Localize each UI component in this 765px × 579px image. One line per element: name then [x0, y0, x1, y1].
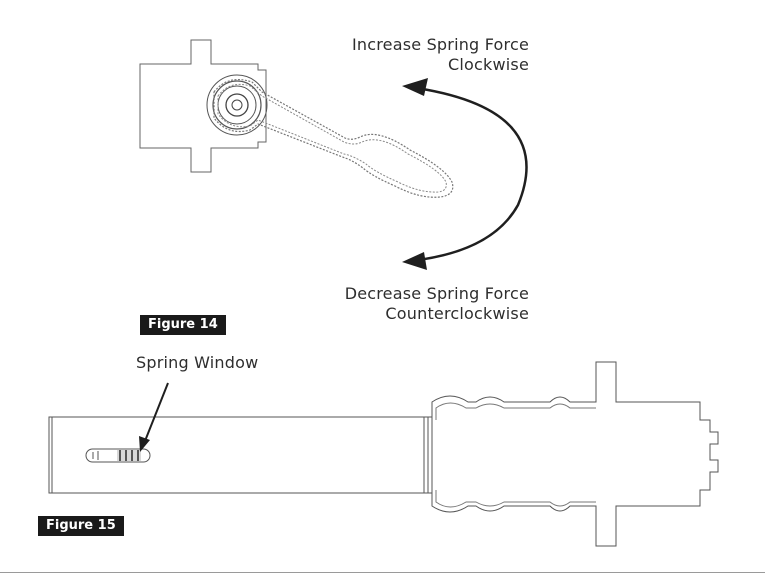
spring-window-slot: [85, 448, 151, 463]
spring-window-callout-arrow: [139, 382, 169, 452]
increase-line-1: Increase Spring Force: [351, 35, 529, 54]
wrench-inner-outline: [217, 83, 447, 193]
spring-window-label: Spring Window: [136, 353, 259, 372]
adjuster-mid-ring: [212, 80, 262, 130]
figure-14-drawing: [139, 39, 454, 198]
housing-outline: [139, 39, 267, 173]
callout-arrowhead-icon: [139, 436, 150, 452]
spring-coils: [117, 450, 141, 461]
adjuster-center-bore: [231, 99, 243, 111]
cylinder-tube: [48, 416, 429, 494]
arrowhead-top-icon: [402, 78, 428, 96]
decrease-line-2: Counterclockwise: [385, 304, 529, 323]
increase-spring-force-label: Increase Spring Force Clockwise: [300, 35, 529, 75]
page-divider: [0, 572, 765, 573]
rotation-arrow: [402, 78, 528, 270]
increase-line-2: Clockwise: [448, 55, 529, 74]
decrease-spring-force-label: Decrease Spring Force Counterclockwise: [290, 284, 529, 324]
adjuster-inner-ring: [217, 85, 257, 125]
housing-inner-profile: [435, 402, 596, 508]
adjuster-hub: [225, 93, 249, 117]
figure-15-badge: Figure 15: [38, 516, 124, 536]
arrowhead-bottom-icon: [402, 252, 427, 270]
figure-14-badge: Figure 14: [140, 315, 226, 335]
figure-15-drawing: [48, 361, 719, 547]
housing-side-profile: [431, 361, 719, 547]
adjuster-outer-ring: [206, 74, 268, 136]
decrease-line-1: Decrease Spring Force: [344, 284, 529, 303]
rotation-arc: [409, 85, 528, 263]
wrench-outline: [213, 79, 454, 198]
